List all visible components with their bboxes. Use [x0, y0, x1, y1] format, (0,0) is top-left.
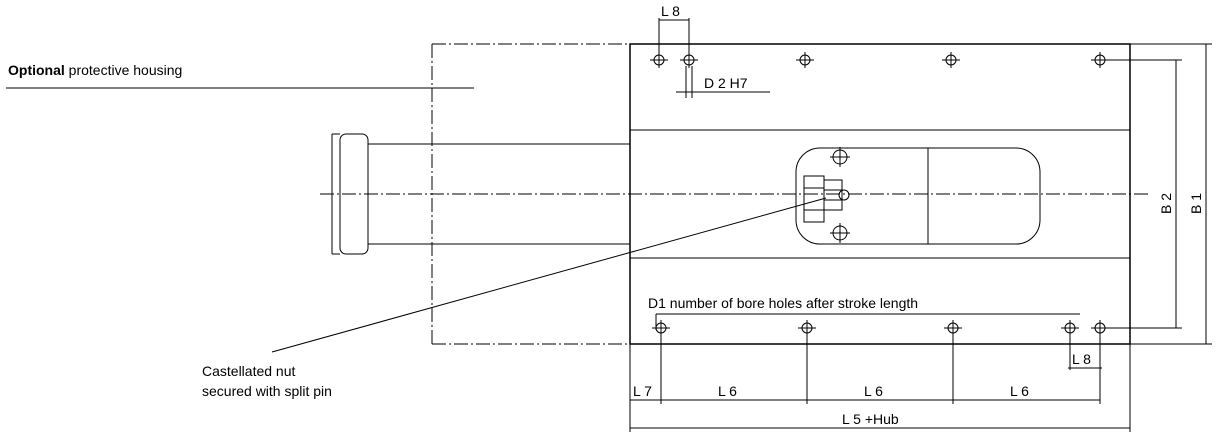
dim-right-l8: L 8	[1068, 334, 1102, 370]
carriage-holes	[830, 147, 850, 243]
label-housing-bold: Optional	[8, 62, 65, 78]
label-top-l8: L 8	[661, 3, 680, 19]
dim-d2: D 2 H7	[676, 66, 770, 98]
label-d1: D1 number of bore holes after stroke len…	[648, 295, 918, 311]
label-l6-b: L 6	[864, 383, 883, 399]
callout-nut: Castellated nut secured with split pin	[202, 197, 827, 399]
label-l6-c: L 6	[1010, 383, 1029, 399]
dim-l5: L 5 +Hub	[630, 411, 1130, 429]
callout-housing: Optional protective housing	[6, 62, 474, 89]
label-b1: B 1	[1188, 193, 1204, 214]
label-l6-a: L 6	[718, 383, 737, 399]
carriage-slot	[795, 147, 1041, 245]
dim-top-l8: L 8	[658, 3, 690, 52]
label-l5: L 5 +Hub	[842, 411, 899, 427]
end-cap	[331, 133, 369, 255]
top-bore-holes	[650, 52, 1109, 68]
dim-b2: B 2	[1106, 59, 1182, 329]
bottom-bore-holes	[652, 320, 1109, 336]
label-right-l8: L 8	[1072, 351, 1091, 367]
label-nut-line1: Castellated nut	[202, 363, 296, 379]
label-housing: Optional protective housing	[8, 62, 182, 78]
label-housing-rest: protective housing	[65, 62, 183, 78]
dim-b1: B 1	[1130, 43, 1212, 345]
castellated-nut	[823, 179, 850, 211]
label-nut-line2: secured with split pin	[202, 383, 332, 399]
label-d2: D 2 H7	[704, 75, 748, 91]
label-b2: B 2	[1158, 193, 1174, 214]
label-l7: L 7	[633, 383, 652, 399]
main-plate	[629, 43, 1131, 345]
dim-d1: D1 number of bore holes after stroke len…	[648, 295, 1080, 330]
dim-bottom-chain: L 7 L 6 L 6 L 6	[629, 336, 1131, 432]
